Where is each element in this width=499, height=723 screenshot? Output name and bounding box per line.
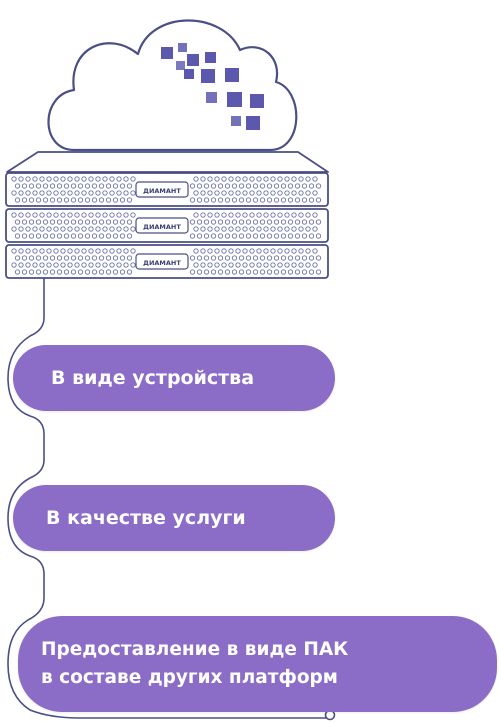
- option-hardware-software-complex: Предоставление в виде ПАК в составе друг…: [18, 616, 497, 712]
- brand-badge: [135, 217, 189, 234]
- option-pak-line-1: Предоставление в виде ПАК: [41, 639, 349, 660]
- vent-grid: [11, 176, 322, 203]
- connector-line: [7, 278, 330, 719]
- option-device-label: В виде устройства: [51, 367, 255, 389]
- brand-label: ДИАМАНТ: [143, 259, 181, 267]
- server-lid: [6, 151, 329, 173]
- option-device: В виде устройства: [13, 345, 335, 411]
- server-stack: ДИАМАНТ ДИАМАНТ ДИАМАНТ: [5, 172, 329, 279]
- vent-grid: [11, 212, 322, 239]
- server-unit: ДИАМАНТ: [5, 244, 329, 279]
- option-service-label: В качестве услуги: [46, 507, 246, 529]
- server-unit: ДИАМАНТ: [5, 208, 329, 243]
- brand-badge: [135, 181, 189, 198]
- brand-label: ДИАМАНТ: [143, 223, 181, 231]
- option-service: В качестве услуги: [13, 485, 335, 551]
- pixel-squares-icon: [161, 43, 264, 130]
- brand-label: ДИАМАНТ: [143, 187, 181, 195]
- brand-badge: [135, 253, 189, 270]
- vent-grid: [11, 248, 322, 275]
- cloud-icon: [47, 19, 298, 152]
- server-unit: ДИАМАНТ: [5, 172, 329, 207]
- option-pak-line-2: в составе других платформ: [41, 667, 338, 688]
